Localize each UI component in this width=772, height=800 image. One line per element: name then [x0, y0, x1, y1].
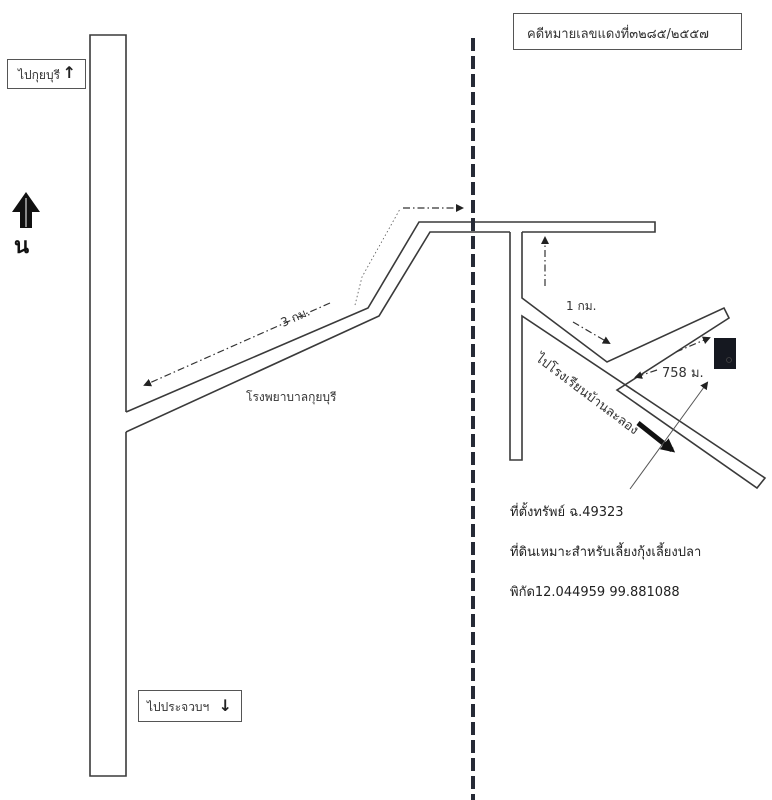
distance-label-758m: 758 ม. [662, 366, 704, 381]
north-label: น [14, 234, 30, 259]
school-direction-arrow [636, 421, 676, 453]
arrow-down-icon: ↓ [218, 696, 232, 715]
dotted-connector [354, 208, 401, 306]
case-number-box: คดีหมายเลขแดงที่๓๒๘๕/๒๕๕๗ [513, 13, 742, 50]
property-description: ที่ดินเหมาะสำหรับเลี้ยงกุ้งเลี้ยงปลา [510, 545, 702, 560]
property-marker [714, 338, 736, 369]
property-coordinates: พิกัด12.044959 99.881088 [510, 585, 680, 600]
distance-label-1km: 1 กม. [566, 299, 597, 313]
property-location-label: ที่ตั้งทรัพย์ ฉ.49323 [510, 505, 624, 520]
direction-south-label: ไปประจวบฯ [147, 700, 210, 714]
property-pointer-line [629, 381, 709, 490]
hospital-label: โรงพยาบาลกุยบุรี [246, 390, 337, 404]
distance-arrow-1km [572, 321, 611, 345]
arrow-up-icon: ↑ [62, 63, 76, 82]
direction-sign-north: ไปกุยบุรี ↑ [7, 59, 86, 89]
distance-label-3km: 3 กม. [279, 305, 313, 330]
distance-arrow-758m-b [634, 369, 658, 379]
branch-road-east [125, 221, 656, 433]
direction-sign-south: ไปประจวบฯ ↓ [138, 690, 242, 722]
property-marker-dot [726, 357, 732, 363]
road-to-school [509, 232, 767, 490]
direction-north-label: ไปกุยบุรี [18, 68, 61, 82]
distance-arrow-3km [143, 302, 331, 387]
north-arrow-icon [12, 192, 40, 228]
school-road-label: ไปโรงเรียนบ้านละลอง [532, 350, 642, 438]
case-number: คดีหมายเลขแดงที่๓๒๘๕/๒๕๕๗ [527, 27, 709, 42]
distance-arrow-758m-a [675, 336, 711, 353]
main-highway [89, 34, 127, 777]
